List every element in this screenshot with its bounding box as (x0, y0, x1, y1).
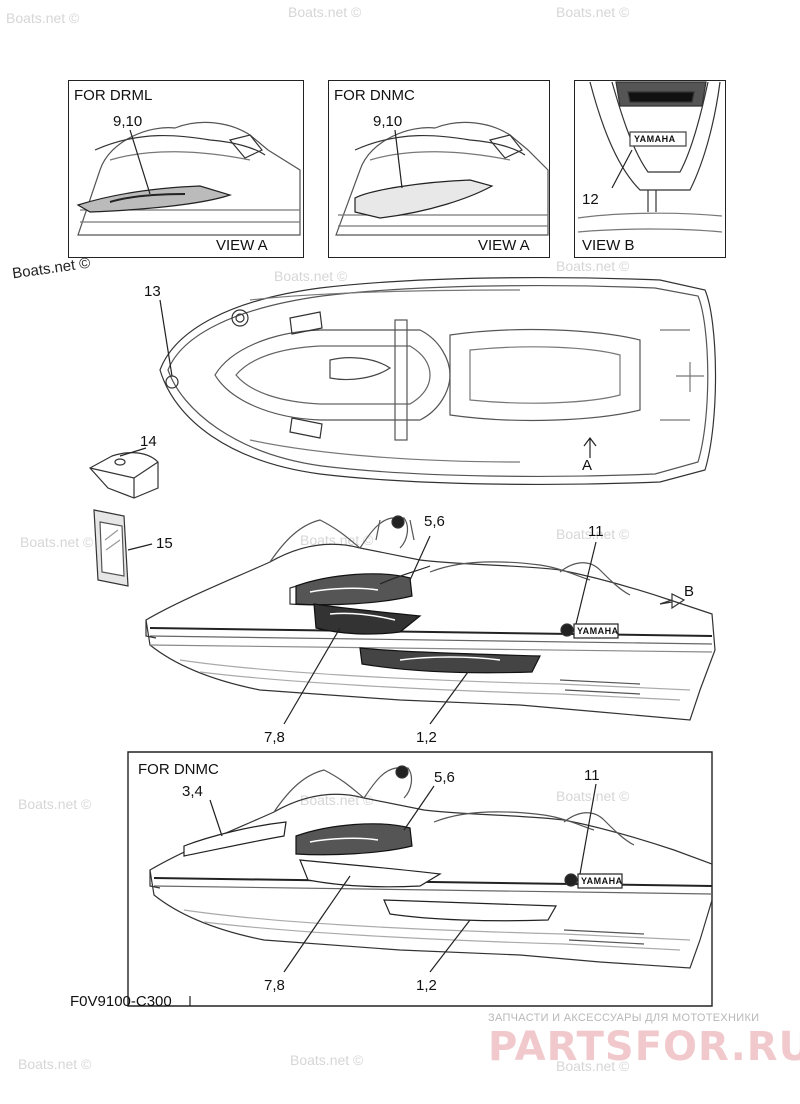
watermark: Boats.net © (556, 258, 630, 274)
dnmc-top-title: FOR DNMC (334, 87, 415, 104)
watermark: Boats.net © (556, 788, 630, 804)
view-b-label: VIEW B (582, 237, 635, 254)
side-callout-7-8: 7,8 (264, 729, 285, 746)
watermark: Boats.net © (288, 4, 362, 20)
arrow-a-label: A (582, 457, 593, 474)
watermark: Boats.net © (290, 1052, 364, 1068)
callout-14: 14 (140, 433, 157, 450)
dnmc-side-view-drawing (149, 765, 713, 973)
side-view-drawing (145, 515, 716, 725)
watermark: Boats.net © (18, 796, 92, 812)
view-b-box (574, 80, 726, 258)
dnmc-top-callout-9-10: 9,10 (373, 113, 403, 130)
drml-callout-9-10: 9,10 (113, 113, 143, 130)
view-b-drawing (577, 81, 723, 233)
arrow-b-label: B (684, 583, 695, 600)
view-b-yamaha-logo: YAMAHA (634, 134, 676, 144)
view-b-callout-12: 12 (582, 191, 599, 208)
view-a-dnmc-drawing (335, 121, 549, 236)
view-a-drml-drawing (76, 121, 301, 236)
diagram-code: F0V9100-C300 (70, 993, 172, 1010)
dnmc-callout-7-8: 7,8 (264, 977, 285, 994)
side-callout-1-2: 1,2 (416, 729, 437, 746)
side-callout-5-6: 5,6 (424, 513, 445, 530)
watermark: Boats.net © (20, 534, 94, 550)
view-a-dnmc-box (328, 80, 550, 258)
view-a-drml-box (68, 80, 304, 258)
watermark: Boats.net © (18, 1056, 92, 1072)
watermark: Boats.net © (556, 526, 630, 542)
watermark: Boats.net © (6, 10, 80, 26)
part-15-drawing (93, 509, 153, 587)
drml-view-label: VIEW A (216, 237, 268, 254)
watermark: Boats.net © (274, 268, 348, 284)
dnmc-callout-11: 11 (584, 767, 600, 784)
side-callout-11: 11 (588, 523, 604, 540)
watermark: Boats.net © (556, 1058, 630, 1074)
dnmc-frame (127, 751, 713, 1007)
dnmc-side-title: FOR DNMC (138, 761, 219, 778)
dnmc-callout-5-6: 5,6 (434, 769, 455, 786)
brand-tagline: ЗАПЧАСТИ И АКСЕССУАРЫ ДЛЯ МОТОТЕХНИКИ (488, 1012, 760, 1024)
dnmc-yamaha-logo: YAMAHA (581, 876, 623, 886)
dnmc-callout-3-4: 3,4 (182, 783, 203, 800)
part-14-drawing (89, 447, 159, 499)
top-view-drawing (159, 277, 717, 485)
callout-15: 15 (156, 535, 173, 552)
watermark: Boats.net © (556, 4, 630, 20)
brand-logo: PARTSFOR.RU (488, 1024, 800, 1070)
side-yamaha-logo: YAMAHA (577, 626, 619, 636)
dnmc-top-view-label: VIEW A (478, 237, 530, 254)
drml-title: FOR DRML (74, 87, 153, 104)
dnmc-callout-1-2: 1,2 (416, 977, 437, 994)
callout-13: 13 (144, 283, 161, 300)
